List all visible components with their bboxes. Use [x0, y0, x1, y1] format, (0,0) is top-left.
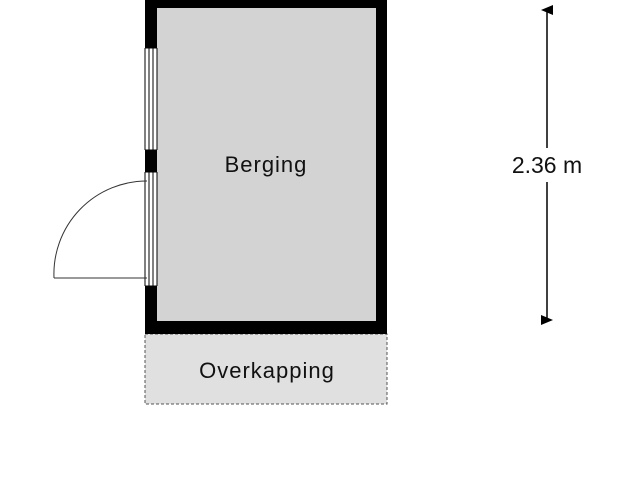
storage-floor: [157, 8, 376, 321]
door-swing: [53, 180, 148, 279]
dimension-label: 2.36 m: [512, 152, 582, 178]
window: [144, 47, 158, 151]
door: [144, 171, 158, 287]
canopy-area: [144, 333, 388, 405]
room-label-canopy: Overkapping: [199, 358, 335, 383]
dimension-indicator: 2.36 m: [503, 4, 591, 325]
room-label-storage: Berging: [225, 152, 308, 177]
